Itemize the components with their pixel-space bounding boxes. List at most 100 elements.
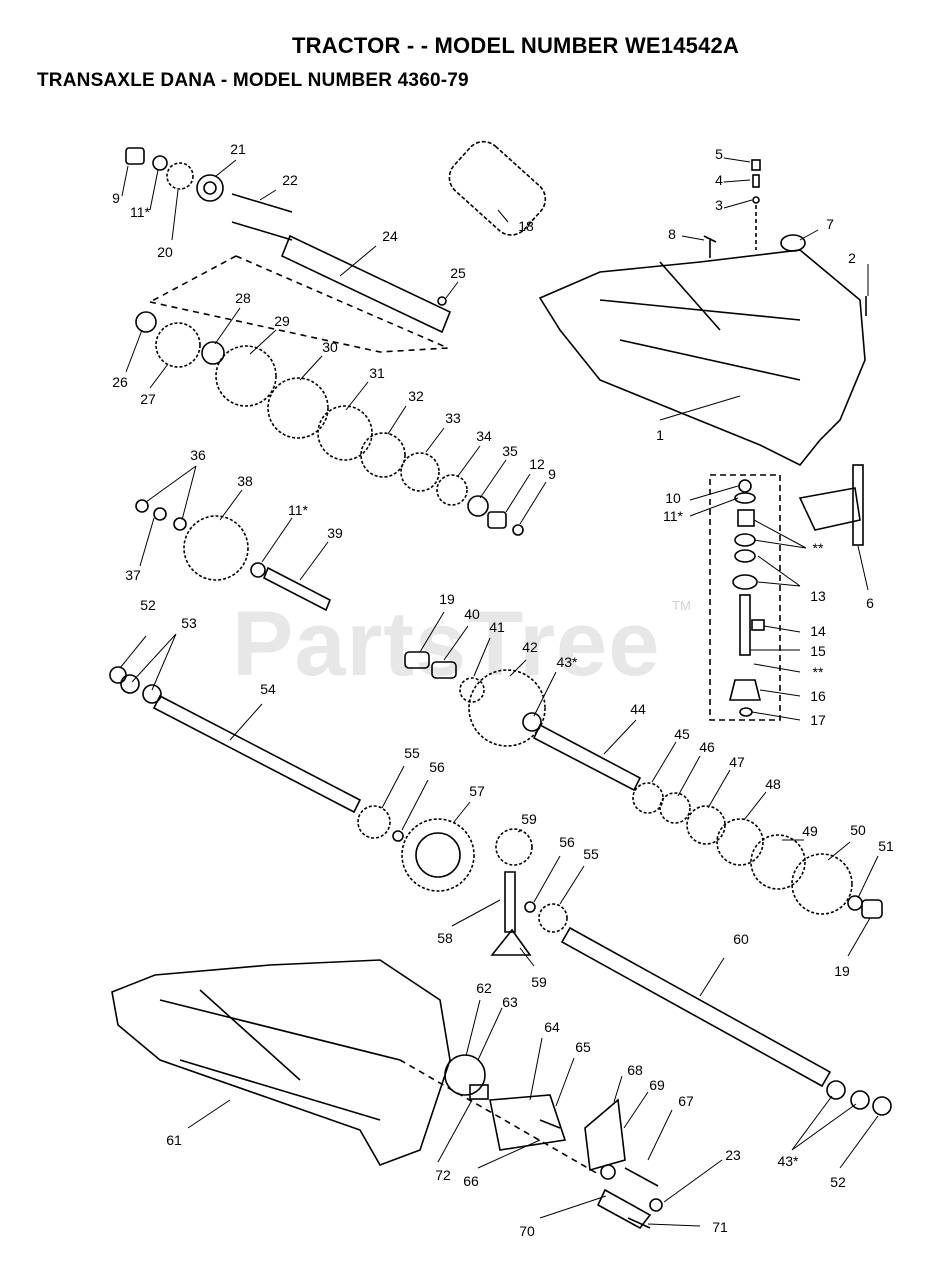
part-keys-22 (231, 193, 293, 241)
leader-lines-top (121, 159, 547, 525)
part-ring-56 (392, 830, 404, 842)
part-gear-49 (750, 834, 806, 890)
part-shaft-24 (280, 234, 452, 334)
part-washer-11b (250, 562, 266, 578)
part-spring-4 (752, 174, 760, 188)
part-gear-48 (716, 818, 764, 866)
part-chain-18 (448, 140, 547, 236)
callout-19b: 19 (834, 963, 850, 979)
part-axle-54 (152, 694, 362, 814)
callout-7: 7 (826, 216, 834, 232)
part-block-72 (469, 1084, 489, 1100)
callout-5: 5 (715, 146, 723, 162)
callout-62: 62 (476, 980, 492, 996)
callout-56a: 56 (429, 759, 445, 775)
callout-67: 67 (678, 1093, 694, 1109)
callout-22: 22 (282, 172, 298, 188)
part-spring-top (737, 509, 755, 527)
diagram-title: TRACTOR - - MODEL NUMBER WE14542A (292, 33, 740, 58)
callout-54: 54 (260, 681, 276, 697)
assembly-line-lower (399, 1059, 601, 1176)
callout-3: 3 (715, 197, 723, 213)
part-spring-66 (539, 1119, 561, 1129)
part-gear-45 (632, 782, 664, 814)
callout-68: 68 (627, 1062, 643, 1078)
part-washer-43c (850, 1090, 870, 1110)
part-cap-7 (780, 234, 806, 252)
callout-50: 50 (850, 822, 866, 838)
part-axle-60 (560, 926, 832, 1088)
part-plate-68 (584, 1098, 626, 1172)
callout-28: 28 (235, 290, 251, 306)
part-washer-53a (120, 674, 140, 694)
part-gear-42 (468, 669, 546, 747)
part-bevel-55 (357, 805, 391, 839)
part-gear-32 (360, 432, 406, 478)
part-washer-43 (522, 712, 542, 732)
callout-59a: 59 (521, 811, 537, 827)
part-pin-58 (504, 871, 516, 933)
part-pin-39 (262, 566, 332, 612)
part-washer-13b (734, 549, 756, 563)
part-bushing-40 (431, 661, 457, 679)
part-ball-3 (752, 196, 760, 204)
callout-46: 46 (699, 739, 715, 755)
part-washer-43b (826, 1080, 846, 1100)
part-ring-17 (739, 707, 753, 717)
part-bevel-gear-16 (728, 679, 762, 701)
callout-9: 9 (112, 190, 120, 206)
callout-37: 37 (125, 567, 141, 583)
part-bearing-21 (196, 174, 224, 202)
part-washer-69 (600, 1164, 616, 1180)
part-bushing-12 (487, 511, 507, 529)
part-drawings (109, 140, 892, 1230)
callout-21: 21 (230, 141, 246, 157)
callout-55a: 55 (404, 745, 420, 761)
callout-43a: 43* (556, 654, 578, 670)
callout-47: 47 (729, 754, 745, 770)
part-bolt-8 (703, 235, 717, 258)
part-bushing-19a (404, 651, 430, 669)
part-ring-56b (524, 901, 536, 913)
callout-69: 69 (649, 1077, 665, 1093)
callout-1: 1 (656, 427, 664, 443)
callout-34: 34 (476, 428, 492, 444)
part-clip-52b (872, 1096, 892, 1116)
callout-23: 23 (725, 1147, 741, 1163)
leader-lines-lower (187, 765, 879, 1227)
callout-13: 13 (810, 588, 826, 604)
part-washer-35 (467, 495, 489, 517)
part-gear-50 (791, 853, 853, 915)
callout-11a: 11* (130, 204, 151, 220)
part-washer-13a (734, 533, 756, 547)
part-spacer-28 (201, 341, 225, 365)
part-bolt-67 (624, 1167, 659, 1187)
part-rod-6 (852, 464, 864, 546)
callout-52: 52 (140, 597, 156, 613)
callout-29: 29 (274, 313, 290, 329)
callout-25: 25 (450, 265, 466, 281)
part-gear-34 (436, 474, 468, 506)
part-gear-30 (267, 377, 329, 439)
callout-42: 42 (522, 639, 538, 655)
part-sprocket-41 (459, 677, 485, 703)
part-sprocket-20 (166, 162, 194, 190)
callout-64: 64 (544, 1019, 560, 1035)
callout-double-star-a: ** (813, 540, 824, 556)
callout-61: 61 (166, 1132, 182, 1148)
part-washer-51 (847, 895, 863, 911)
assembly-box-shift (709, 474, 781, 721)
part-ring-26 (135, 311, 157, 333)
part-bracket-70 (596, 1188, 652, 1230)
callout-17: 17 (810, 712, 826, 728)
callout-18: 18 (518, 218, 534, 234)
callout-57: 57 (469, 783, 485, 799)
assembly-bracket-24 (149, 255, 449, 353)
part-bracket-6 (798, 487, 861, 531)
callout-31: 31 (369, 365, 385, 381)
callout-33: 33 (445, 410, 461, 426)
callout-2: 2 (848, 250, 856, 266)
callout-40: 40 (464, 606, 480, 622)
part-washer-13c (732, 574, 758, 590)
callout-35: 35 (502, 443, 518, 459)
